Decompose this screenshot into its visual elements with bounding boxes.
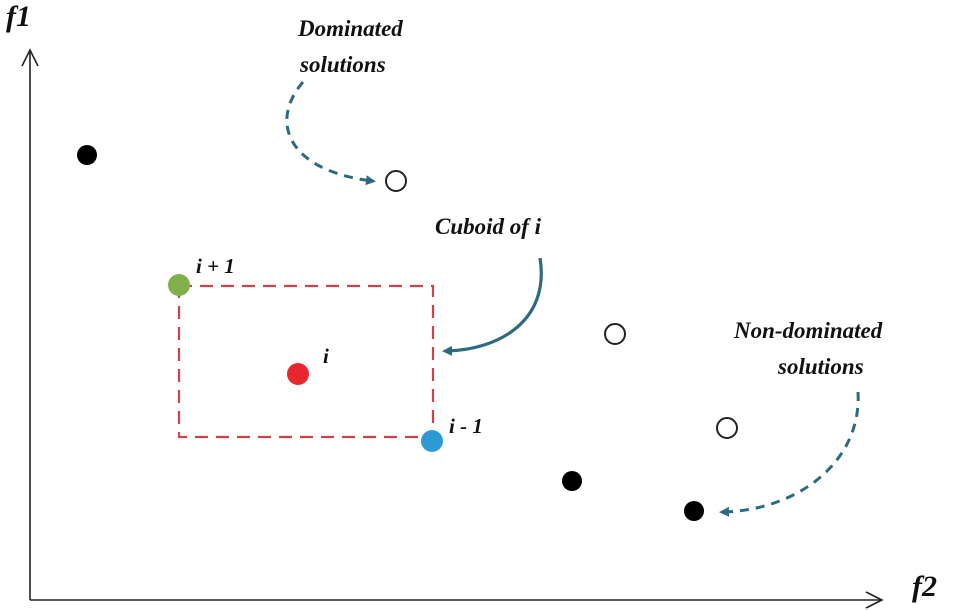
label-i-plus-1: i + 1 <box>196 254 235 278</box>
axes: f1 f2 <box>6 0 937 609</box>
dominated-point <box>385 170 407 192</box>
dominated-label-line1: Dominated <box>297 16 403 41</box>
x-axis-arrowhead <box>865 591 884 609</box>
label-i: i <box>323 344 329 368</box>
nondominated-point <box>684 501 704 521</box>
cuboid-label: Cuboid of i <box>435 214 542 239</box>
nondominated-point <box>77 145 97 165</box>
cuboid-arrow <box>442 257 543 356</box>
y-axis-label: f1 <box>6 0 31 33</box>
point-i-minus-1 <box>421 430 443 452</box>
dominated-arrow <box>285 81 376 186</box>
cuboid-box <box>177 284 435 439</box>
dominated-point <box>716 417 738 439</box>
nondominated-label-line1: Non-dominated <box>733 318 883 343</box>
nondominated-arrow <box>719 391 860 517</box>
dominated-point <box>604 323 626 345</box>
y-axis-arrowhead <box>21 48 39 67</box>
nondominated-point <box>562 471 582 491</box>
x-axis-label: f2 <box>912 570 937 603</box>
point-i-plus-1 <box>168 274 190 296</box>
nondominated-label-line2: solutions <box>777 354 864 379</box>
point-i <box>287 363 309 385</box>
dominated-label-line2: solutions <box>299 52 386 77</box>
label-i-minus-1: i - 1 <box>449 414 483 438</box>
points <box>77 145 738 521</box>
